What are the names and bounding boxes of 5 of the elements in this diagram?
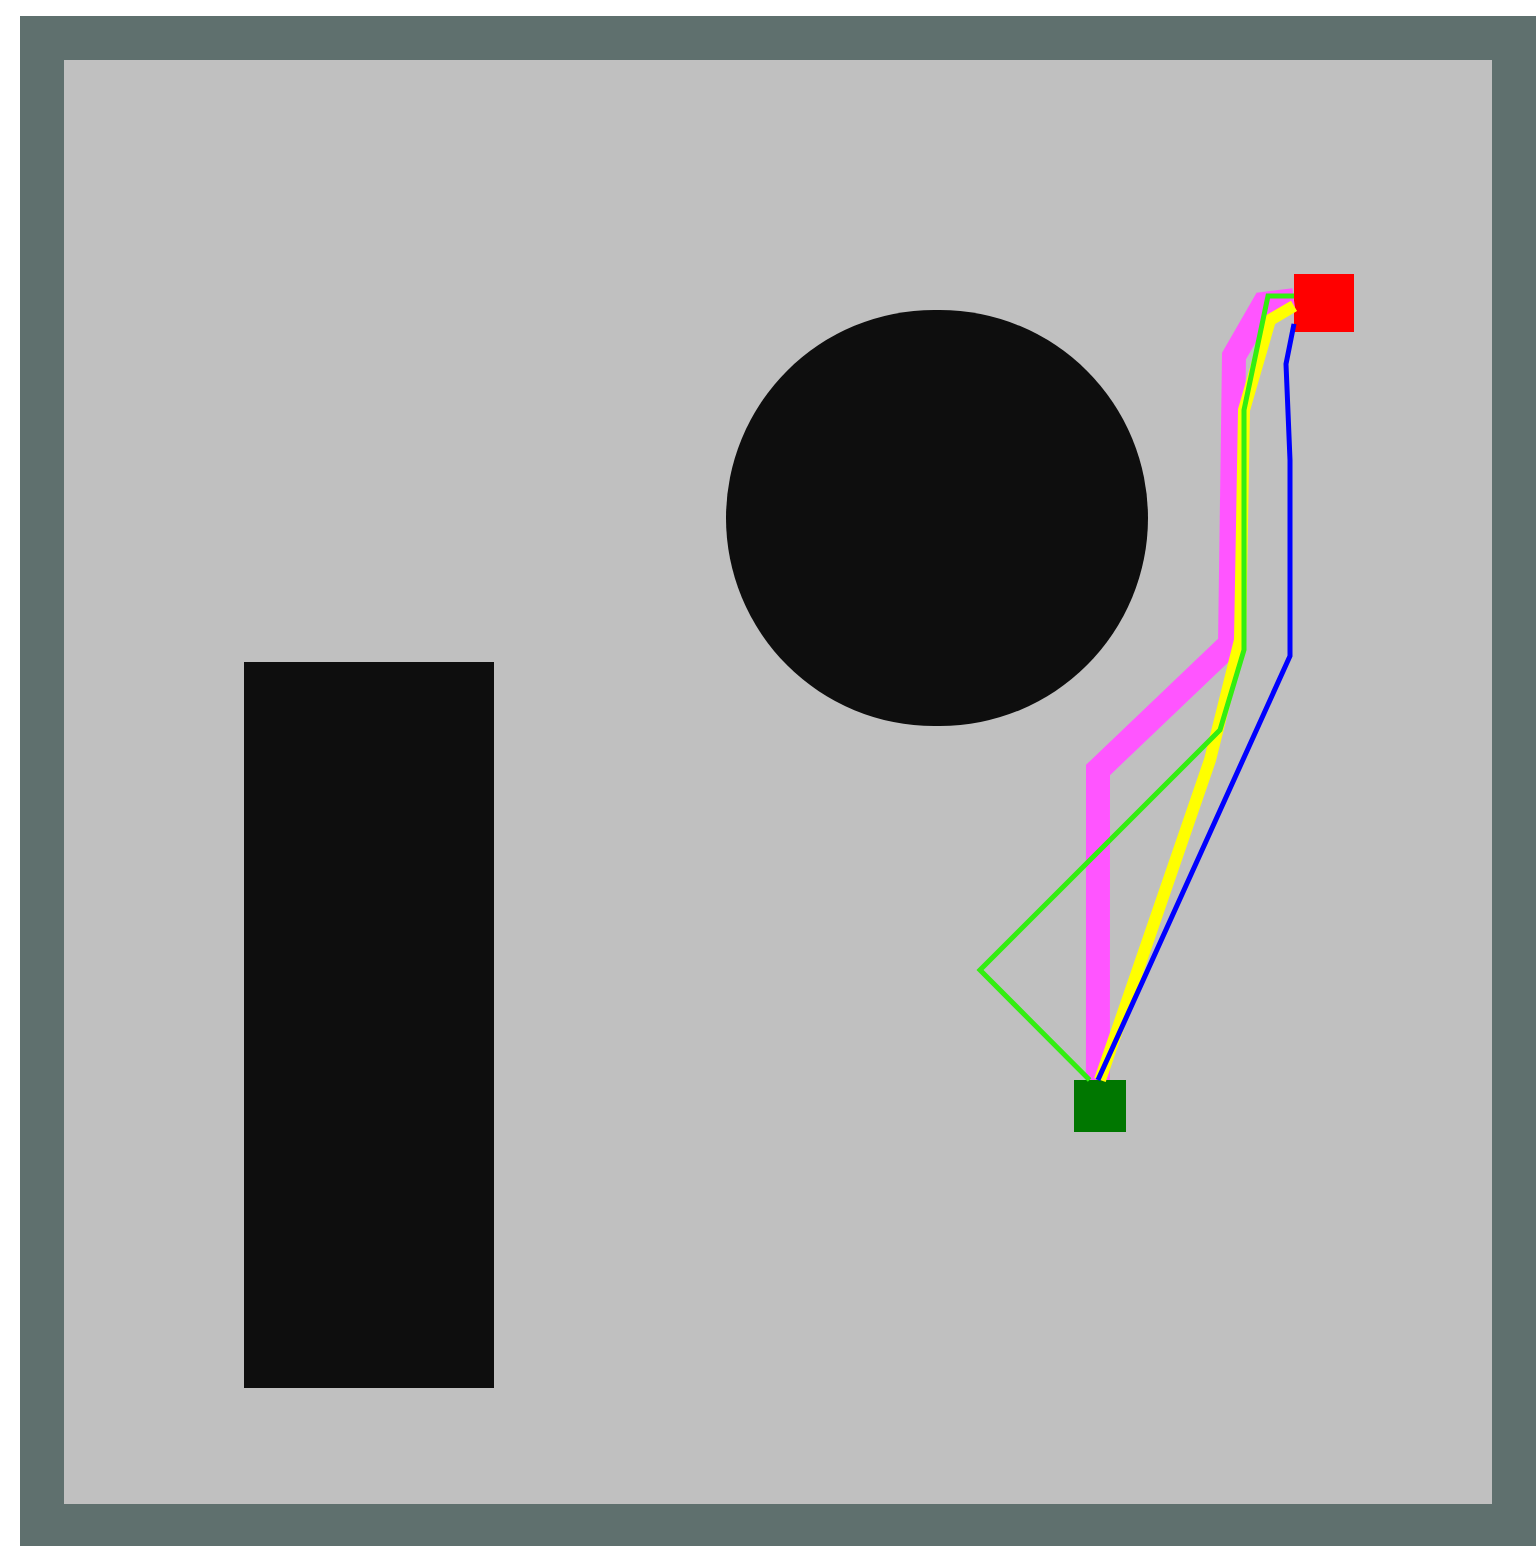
goal-square xyxy=(1294,274,1354,332)
arena-box xyxy=(20,16,1536,1546)
obstacle-rectangle xyxy=(244,662,494,1388)
path-line xyxy=(976,293,1294,1082)
start-square xyxy=(1074,1080,1126,1132)
